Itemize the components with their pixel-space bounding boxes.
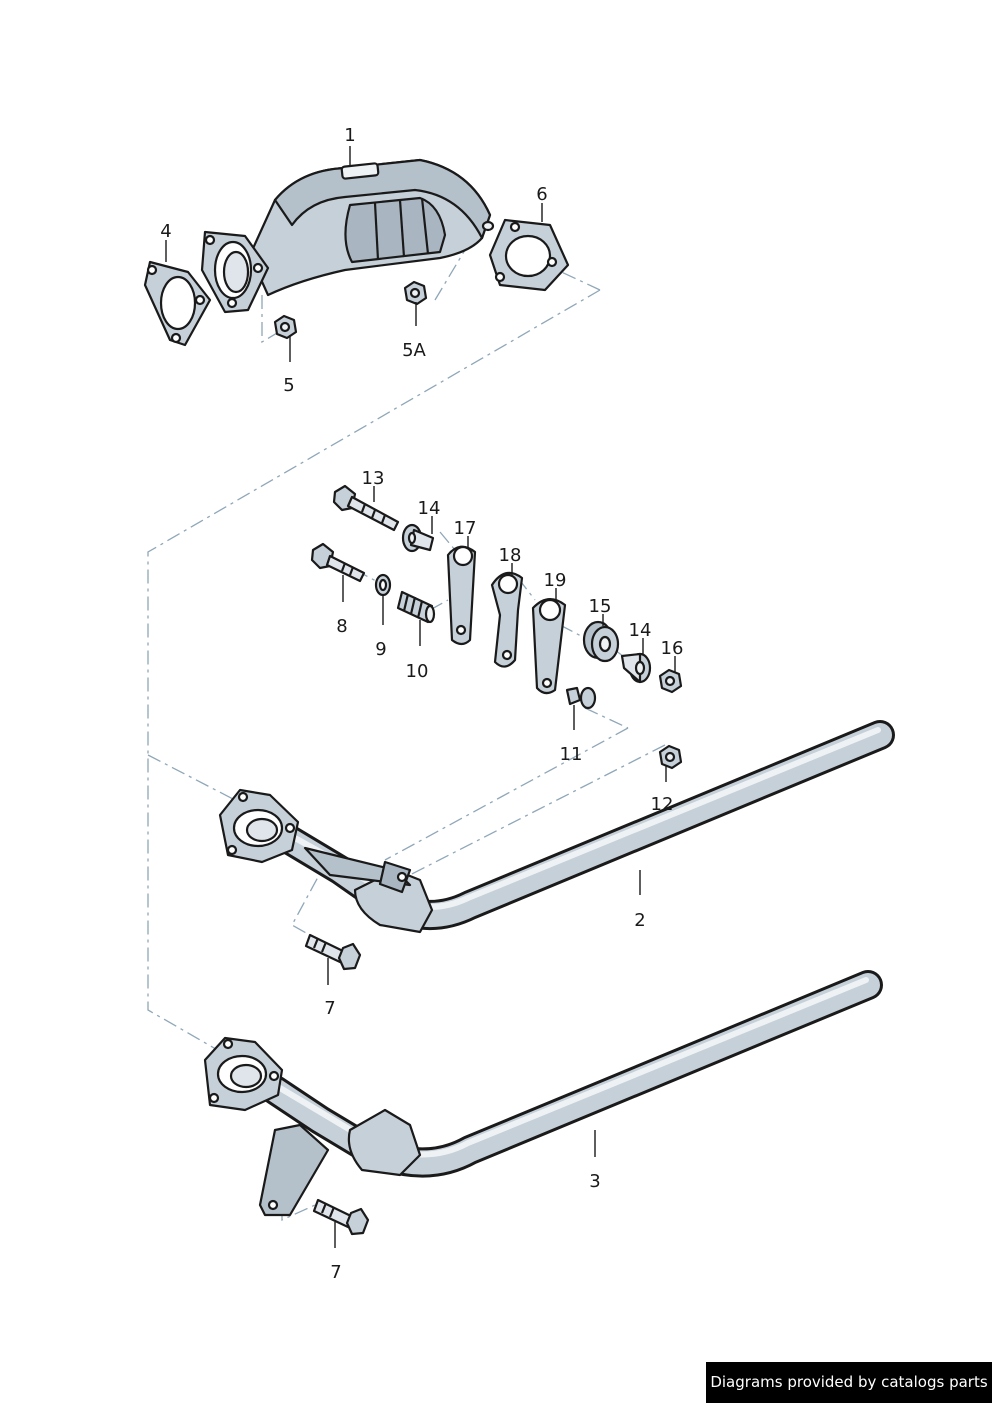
callout-12: 12 [651, 794, 674, 815]
gasket-left [143, 260, 212, 347]
leader-lines [165, 146, 676, 1248]
washer-9 [374, 573, 392, 597]
bushing-14-upper [401, 523, 435, 553]
callout-10: 10 [406, 661, 429, 682]
gasket-right [488, 218, 570, 292]
callout-7-upper: 7 [324, 998, 335, 1019]
stud-8 [310, 542, 366, 583]
bolt-11 [565, 686, 597, 710]
callout-3: 3 [589, 1171, 600, 1192]
bracket-18 [490, 571, 524, 668]
catalytic-converter [248, 158, 495, 297]
bolt-13 [332, 484, 400, 532]
nut-5a [403, 280, 428, 306]
bracket-19 [531, 598, 567, 695]
callout-5: 5 [283, 375, 294, 396]
front-pipe-lower [258, 970, 883, 1217]
footer-credit: Diagrams provided by catalogs parts [706, 1362, 992, 1403]
callout-labels: 1 4 6 5 5A 13 14 17 18 19 15 14 16 8 9 1… [160, 125, 683, 1283]
callout-8: 8 [336, 616, 347, 637]
callout-9: 9 [375, 639, 386, 660]
callout-5a: 5A [402, 340, 426, 361]
bracket-17 [446, 545, 477, 646]
callout-15: 15 [589, 596, 612, 617]
bolt-7-upper [304, 933, 362, 971]
bolt-7-lower [312, 1198, 370, 1236]
callout-14-upper: 14 [418, 498, 441, 519]
front-pipe-lower-flange [203, 1036, 284, 1112]
nut-5 [273, 314, 298, 340]
callout-2: 2 [634, 910, 645, 931]
converter-inlet-flange [200, 230, 270, 314]
callout-18: 18 [499, 545, 522, 566]
callout-16: 16 [661, 638, 684, 659]
callout-6: 6 [536, 184, 547, 205]
callout-13: 13 [362, 468, 385, 489]
rubber-mount-15 [582, 620, 620, 663]
callout-14-lower: 14 [629, 620, 652, 641]
callout-17: 17 [454, 518, 477, 539]
front-pipe-upper [275, 720, 895, 934]
nut-12 [658, 744, 683, 770]
spring-sleeve-10 [396, 590, 436, 624]
bushing-14-lower [620, 652, 652, 684]
callout-4: 4 [160, 221, 171, 242]
front-pipe-upper-flange [218, 788, 300, 864]
callout-11: 11 [560, 744, 583, 765]
callout-7-lower: 7 [330, 1262, 341, 1283]
nut-16 [658, 668, 683, 694]
callout-1: 1 [344, 125, 355, 146]
callout-19: 19 [544, 570, 567, 591]
